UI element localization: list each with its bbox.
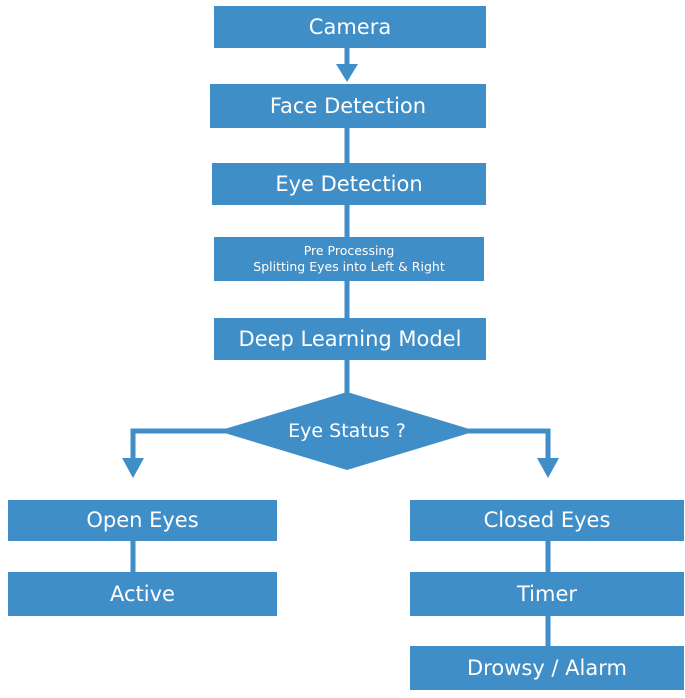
decision-label-wrapper: Eye Status ? bbox=[262, 413, 432, 449]
timer-box: Timer bbox=[410, 572, 684, 616]
closed-eyes-label: Closed Eyes bbox=[483, 508, 611, 533]
active-label: Active bbox=[110, 581, 175, 606]
deep-learning-model-label: Deep Learning Model bbox=[238, 326, 462, 351]
deep-learning-model-box: Deep Learning Model bbox=[214, 318, 486, 360]
pre-processing-title: Pre Processing bbox=[303, 242, 395, 258]
arrowhead-down-icon bbox=[537, 458, 559, 478]
drowsy-alarm-label: Drowsy / Alarm bbox=[467, 655, 627, 680]
eye-status-label: Eye Status ? bbox=[288, 420, 406, 442]
eye-detection-label: Eye Detection bbox=[275, 171, 423, 196]
timer-label: Timer bbox=[516, 581, 578, 606]
eye-detection-box: Eye Detection bbox=[212, 163, 486, 205]
closed-eyes-box: Closed Eyes bbox=[410, 500, 684, 541]
camera-box: Camera bbox=[214, 6, 486, 48]
pre-processing-box: Pre Processing Splitting Eyes into Left … bbox=[214, 237, 484, 281]
arrowhead-down-icon bbox=[336, 64, 358, 82]
drowsy-alarm-box: Drowsy / Alarm bbox=[410, 646, 684, 690]
open-eyes-box: Open Eyes bbox=[8, 500, 277, 541]
camera-label: Camera bbox=[308, 14, 392, 39]
arrowhead-down-icon bbox=[122, 458, 144, 478]
face-detection-label: Face Detection bbox=[269, 93, 427, 118]
face-detection-box: Face Detection bbox=[210, 84, 486, 128]
active-box: Active bbox=[8, 572, 277, 616]
open-eyes-label: Open Eyes bbox=[86, 508, 199, 533]
pre-processing-subtitle: Splitting Eyes into Left & Right bbox=[253, 259, 445, 274]
decision-diamond bbox=[218, 392, 476, 470]
